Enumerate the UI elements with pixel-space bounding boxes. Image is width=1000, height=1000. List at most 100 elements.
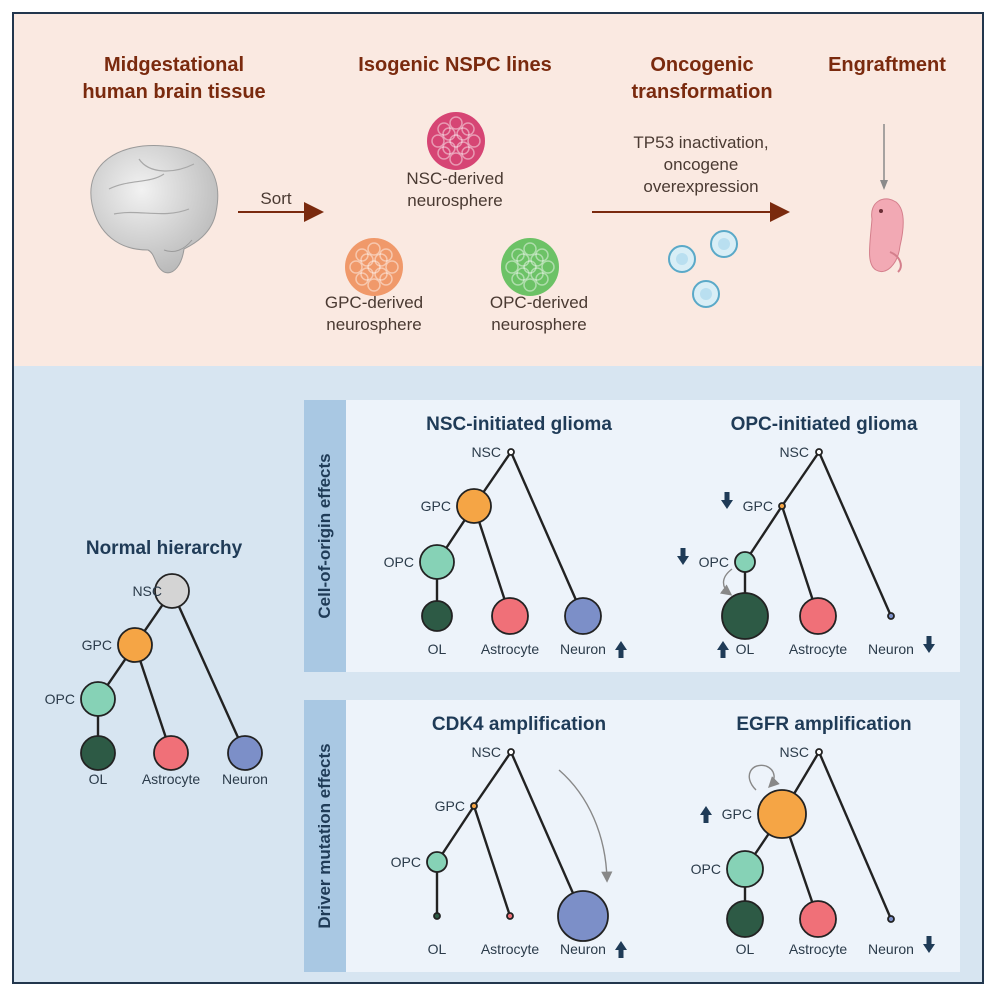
gpc-node	[470, 802, 478, 810]
cell-of-origin-band	[304, 400, 346, 672]
egfr-title: EGFR amplification	[736, 714, 912, 735]
astrocyte-label: Astrocyte	[481, 641, 540, 657]
neuron-label: Neuron	[560, 641, 606, 657]
gpc-down-arrow	[721, 492, 733, 509]
figure-frame: Midgestational human brain tissue Isogen…	[12, 12, 984, 984]
step1-title: Midgestational human brain tissue	[82, 54, 266, 103]
ol-label: OL	[736, 641, 755, 657]
gpc-node	[757, 789, 807, 839]
normal-hierarchy-title: Normal hierarchy	[85, 538, 243, 559]
transformation-description: TP53 inactivation, oncogene overexpressi…	[633, 133, 769, 196]
sort-label: Sort	[260, 189, 292, 208]
driver-mutation-band	[304, 700, 346, 972]
normal-hierarchy-tree: NSC GPC OPC OL Astrocyte Neuron	[45, 573, 268, 787]
step2-title: Isogenic NSPC lines	[358, 54, 552, 76]
gpc-label: GPC	[435, 798, 465, 814]
astro-node	[153, 735, 189, 771]
neuron-label: Neuron	[560, 941, 606, 957]
tumor-cells	[668, 230, 738, 308]
opc-node	[726, 850, 764, 888]
nsc-node	[507, 748, 515, 756]
opc-label: OPC	[691, 861, 721, 877]
opc-down-arrow	[677, 548, 689, 565]
opc-node	[734, 551, 756, 573]
cell-of-origin-card	[304, 400, 960, 672]
nsc-node	[154, 573, 190, 609]
cdk4-tree: NSC GPC OPC OL Astrocyte Neuron	[391, 744, 627, 958]
neuron-node	[564, 597, 602, 635]
top-panel: Midgestational human brain tissue Isogen…	[14, 14, 982, 366]
nsc-node	[815, 748, 823, 756]
ol-label: OL	[736, 941, 755, 957]
opc-glioma-title: OPC-initiated glioma	[730, 414, 918, 435]
opc-node	[419, 544, 455, 580]
nsc-label: NSC	[471, 744, 501, 760]
brain-illustration	[90, 145, 219, 274]
opc-sphere-label: OPC-derived neurosphere	[489, 293, 589, 334]
gpc-up-arrow	[700, 806, 712, 823]
astro-node	[506, 912, 514, 920]
gpc-label: GPC	[82, 637, 112, 653]
gpc-label: GPC	[743, 498, 773, 514]
driver-mutation-card	[304, 700, 960, 972]
opc-label: OPC	[699, 554, 729, 570]
step4-title: Engraftment	[828, 54, 946, 76]
neuron-up-arrow	[615, 641, 627, 658]
ol-label: OL	[428, 641, 447, 657]
opc-initiated-tree: NSC GPC OPC OL Astrocyte Neuron	[677, 444, 935, 658]
opc-to-ol-arrow	[719, 568, 733, 596]
egfr-tree: NSC GPC OPC OL Astrocyte Neuron	[691, 744, 935, 957]
nsc-node	[507, 448, 515, 456]
astrocyte-label: Astrocyte	[142, 771, 201, 787]
ol-up-arrow	[717, 641, 729, 658]
neuron-label: Neuron	[868, 641, 914, 657]
nsc-to-neuron-arrow	[558, 769, 613, 883]
astrocyte-label: Astrocyte	[789, 941, 848, 957]
bottom-panel: Normal hierarchy Cell-of-origin effects …	[14, 366, 982, 982]
astrocyte-label: Astrocyte	[789, 641, 848, 657]
nsc-glioma-title: NSC-initiated glioma	[426, 414, 612, 435]
ol-node	[433, 912, 441, 920]
nsc-node	[815, 448, 823, 456]
gpc-node	[778, 502, 786, 510]
opc-node	[426, 851, 448, 873]
top-illustration	[90, 112, 904, 308]
opc-label: OPC	[391, 854, 421, 870]
step3-title: Oncogenic transformation	[631, 54, 773, 103]
neuron-node	[227, 735, 263, 771]
nsc-label: NSC	[132, 583, 162, 599]
nsc-label: NSC	[779, 444, 809, 460]
neuron-down-arrow	[923, 636, 935, 653]
mouse-engraftment-illustration	[869, 124, 904, 273]
ol-node	[721, 592, 769, 640]
cdk4-title: CDK4 amplification	[431, 714, 607, 735]
nsc-label: NSC	[471, 444, 501, 460]
ol-node	[726, 900, 764, 938]
opc-label: OPC	[45, 691, 75, 707]
neuron-label: Neuron	[222, 771, 268, 787]
nsc-label: NSC	[779, 744, 809, 760]
ol-label: OL	[428, 941, 447, 957]
neuron-label: Neuron	[868, 941, 914, 957]
nsc-sphere-label: NSC-derived neurosphere	[406, 169, 504, 210]
opc-sphere	[501, 238, 559, 296]
neuron-node	[557, 890, 609, 942]
gpc-node	[456, 488, 492, 524]
neuron-down-arrow	[923, 936, 935, 953]
gpc-node	[117, 627, 153, 663]
neuron-up-arrow	[615, 941, 627, 958]
nsc-sphere	[427, 112, 485, 170]
ol-node	[421, 600, 453, 632]
gpc-sphere-label: GPC-derived neurosphere	[324, 293, 424, 334]
astro-node	[491, 597, 529, 635]
ol-node	[80, 735, 116, 771]
astrocyte-label: Astrocyte	[481, 941, 540, 957]
neuron-node	[887, 612, 895, 620]
astro-node	[799, 597, 837, 635]
neuron-node	[887, 915, 895, 923]
ol-label: OL	[89, 771, 108, 787]
gpc-sphere	[345, 238, 403, 296]
gpc-label: GPC	[722, 806, 752, 822]
